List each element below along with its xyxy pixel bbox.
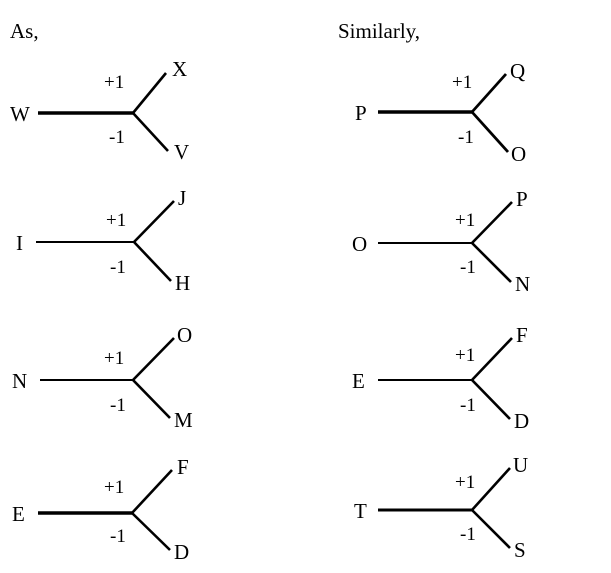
source-node-label: W <box>10 102 30 126</box>
lower-node-label: D <box>514 409 529 433</box>
upper-branch-edge <box>132 337 175 381</box>
diagram-t-u-s: T U S +1 -1 <box>354 453 528 562</box>
upper-node-label: O <box>177 323 192 347</box>
lower-node-label: N <box>515 272 530 296</box>
upper-node-label: F <box>177 455 189 479</box>
source-node-label: E <box>12 502 25 526</box>
upper-node-label: Q <box>510 59 525 83</box>
lower-weight-label: -1 <box>460 524 476 545</box>
upper-weight-label: +1 <box>104 72 124 93</box>
lower-branch-edge <box>132 112 169 152</box>
lower-weight-label: -1 <box>460 257 476 278</box>
upper-node-label: P <box>516 187 528 211</box>
source-node-label: I <box>16 231 23 255</box>
upper-node-label: X <box>172 57 187 81</box>
diagram-e-f-d-right: E F D +1 -1 <box>352 323 529 433</box>
source-node-label: P <box>355 101 367 125</box>
source-node-label: E <box>352 369 365 393</box>
lower-node-label: S <box>514 538 526 562</box>
lower-branch-edge <box>132 379 171 419</box>
lower-node-label: M <box>174 408 193 432</box>
lower-weight-label: -1 <box>460 395 476 416</box>
lower-branch-edge <box>133 241 172 282</box>
column-heading: As, <box>10 19 39 43</box>
source-node-label: O <box>352 232 367 256</box>
upper-branch-edge <box>471 337 513 381</box>
upper-node-label: F <box>516 323 528 347</box>
upper-branch-edge <box>133 200 175 243</box>
upper-node-label: J <box>178 186 186 210</box>
upper-branch-edge <box>131 72 168 114</box>
diagram-w-x-v: W X V +1 -1 <box>10 57 189 164</box>
lower-node-label: V <box>174 140 189 164</box>
upper-weight-label: +1 <box>455 210 475 231</box>
upper-weight-label: +1 <box>452 72 472 93</box>
lower-weight-label: -1 <box>458 127 474 148</box>
upper-weight-label: +1 <box>104 348 124 369</box>
upper-weight-label: +1 <box>455 472 475 493</box>
diagram-o-p-n: O P N +1 -1 <box>352 187 530 296</box>
diagram-p-q-o: P Q O +1 -1 <box>355 59 526 166</box>
upper-branch-edge <box>471 201 513 244</box>
source-node-label: T <box>354 499 367 523</box>
lower-branch-edge <box>471 509 511 549</box>
lower-weight-label: -1 <box>110 395 126 416</box>
lower-branch-edge <box>471 379 511 420</box>
lower-branch-edge <box>471 242 512 283</box>
diagram-n-o-m: N O M +1 -1 <box>12 323 193 432</box>
source-node-label: N <box>12 369 27 393</box>
lower-branch-edge <box>470 111 510 153</box>
lower-weight-label: -1 <box>110 526 126 547</box>
upper-weight-label: +1 <box>104 477 124 498</box>
upper-weight-label: +1 <box>455 345 475 366</box>
upper-branch-edge <box>470 73 508 113</box>
lower-node-label: O <box>511 142 526 166</box>
lower-branch-edge <box>131 512 171 551</box>
upper-branch-edge <box>471 467 511 511</box>
lower-node-label: H <box>175 271 190 295</box>
column-heading: Similarly, <box>338 19 420 43</box>
upper-node-label: U <box>513 453 528 477</box>
lower-node-label: D <box>174 540 189 564</box>
diagram-e-f-d-left: E F D +1 -1 <box>12 455 189 564</box>
diagram-i-j-h: I J H +1 -1 <box>16 186 190 295</box>
lower-weight-label: -1 <box>110 257 126 278</box>
lower-weight-label: -1 <box>109 127 125 148</box>
upper-branch-edge <box>131 469 173 514</box>
upper-weight-label: +1 <box>106 210 126 231</box>
